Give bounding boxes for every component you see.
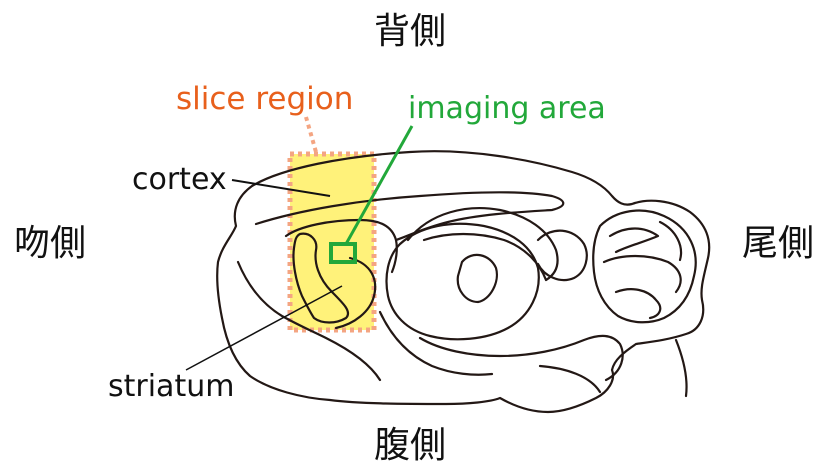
rostral-label: 吻側 — [14, 226, 86, 262]
thalamus-outline — [387, 224, 539, 340]
ventral-label: 腹側 — [374, 428, 446, 464]
striatum-label: striatum — [108, 372, 234, 402]
thalamic-nucleus — [458, 255, 497, 302]
cerebellum-folia-1 — [610, 229, 658, 253]
cerebellum-folia-3 — [616, 289, 660, 318]
brainstem-outline — [420, 336, 623, 380]
medulla-outline — [540, 366, 600, 392]
slice-region-label: slice region — [176, 84, 353, 115]
cortex-label: cortex — [132, 165, 227, 195]
brainstem-detail — [676, 340, 687, 396]
cerebellum-folia-4 — [660, 222, 681, 260]
colliculus-outline — [538, 231, 587, 280]
caudal-label: 尾側 — [742, 226, 814, 262]
imaging-area-label: imaging area — [408, 94, 606, 124]
dorsal-label: 背側 — [374, 14, 446, 50]
cerebellum-outline — [593, 211, 695, 323]
cerebellum-folia-2 — [604, 256, 681, 292]
slice-region-leader — [306, 117, 316, 152]
hypothalamus-line — [380, 312, 492, 375]
hippocampus-outline — [408, 208, 558, 280]
